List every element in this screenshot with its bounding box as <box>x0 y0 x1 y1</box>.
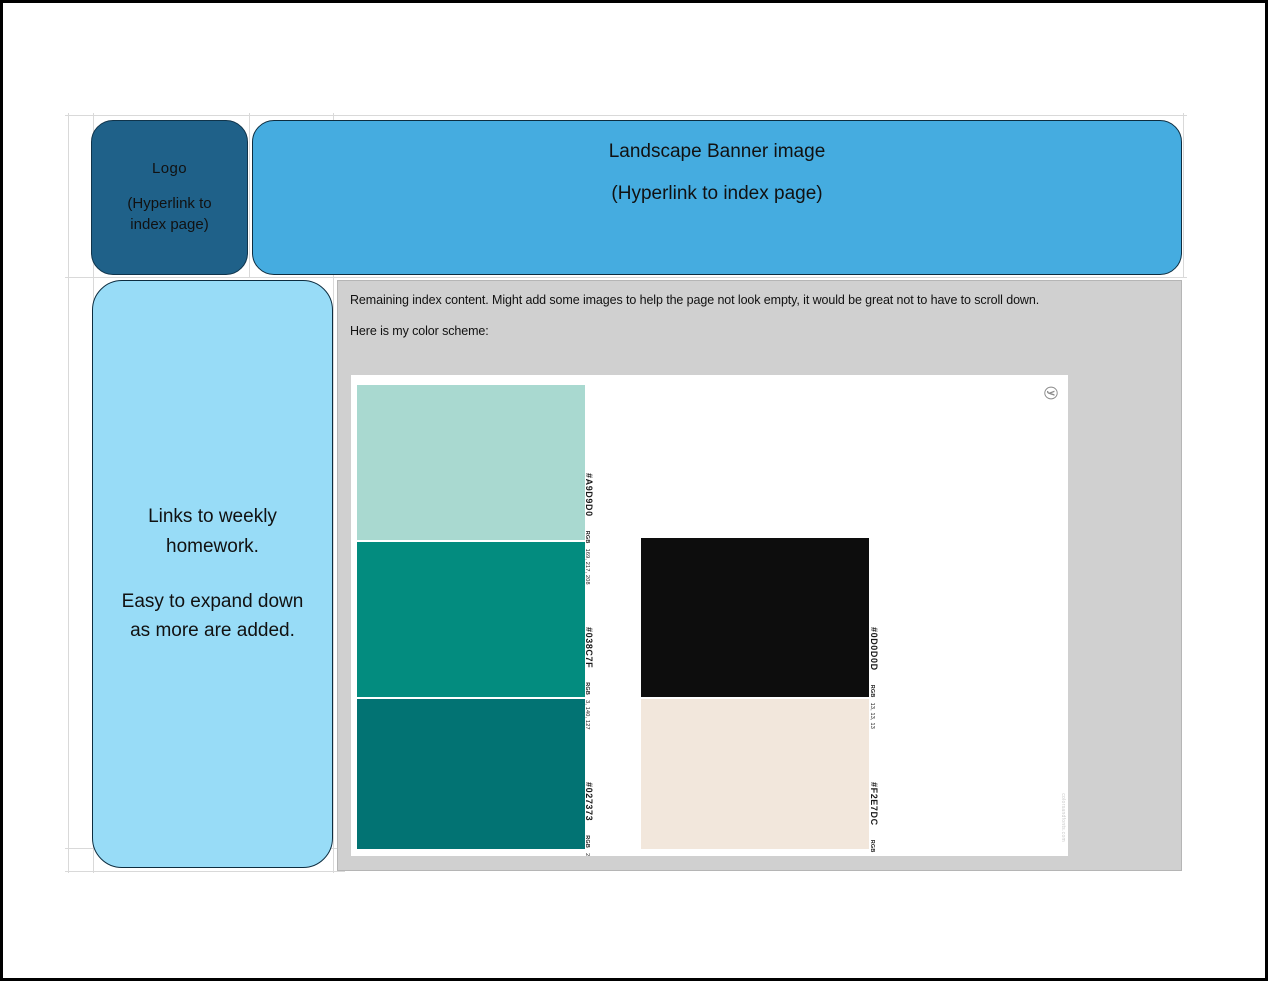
swatch-caption: #F2E7DC RGB242, 231, 220 <box>869 782 879 856</box>
swatch-rgb-tag: RGB <box>584 682 590 696</box>
swatch-rgb-value: 13, 13, 13 <box>869 702 875 730</box>
banner-label: Landscape Banner image <box>608 141 826 162</box>
color-swatch <box>357 385 585 540</box>
swatch-hex: #F2E7DC <box>869 782 879 826</box>
swatch-rgb-tag: RGB <box>584 530 590 544</box>
palette-brand-mark: ⓨ <box>1043 386 1058 400</box>
content-note-remaining: Remaining index content. Might add some … <box>350 293 1040 307</box>
logo-hyperlink-note-line1: (Hyperlink to <box>127 194 212 212</box>
banner-placeholder-block[interactable]: Landscape Banner image (Hyperlink to ind… <box>252 120 1182 275</box>
swatch-hex: #038C7F <box>584 627 594 669</box>
logo-label: Logo <box>152 159 187 177</box>
sidebar-note-expand: Easy to expand down as more are added. <box>121 591 304 642</box>
swatch-caption: #027373 RGB 2, 115, 115 <box>584 782 594 856</box>
swatch-rgb-value: 169, 217, 208 <box>584 548 590 585</box>
palette-credit-watermark: colorsandfonts.com <box>1060 793 1066 842</box>
color-swatch <box>641 699 869 849</box>
swatch-rgb-tag: RGB <box>584 835 590 849</box>
swatch-caption: #038C7F RGB 3, 140, 127 <box>584 627 594 730</box>
swatch-hex: #0D0D0D <box>869 627 879 671</box>
color-swatch <box>357 542 585 697</box>
swatch-hex: #A9D9D0 <box>584 473 594 517</box>
color-swatch <box>641 538 869 697</box>
swatch-rgb-tag: RGB <box>869 839 875 853</box>
swatch-rgb-value: 2, 115, 115 <box>584 853 590 856</box>
logo-placeholder-block[interactable]: Logo (Hyperlink to index page) <box>91 120 248 275</box>
color-scheme-image: ⓨ colorsandfonts.com #A9D9D0 RGB 169, 217… <box>351 375 1068 856</box>
logo-hyperlink-note-line2: index page) <box>130 216 209 233</box>
color-swatch <box>357 699 585 849</box>
swatch-caption: #A9D9D0 RGB 169, 217, 208 <box>584 473 594 585</box>
swatch-rgb-tag: RGB <box>869 684 875 698</box>
swatch-caption: #0D0D0D RGB 13, 13, 13 <box>869 627 879 729</box>
content-note-color-scheme: Here is my color scheme: <box>350 324 489 339</box>
swatch-hex: #027373 <box>584 782 594 822</box>
banner-hyperlink-note: (Hyperlink to index page) <box>611 183 823 204</box>
sidebar-nav-placeholder-block[interactable]: Links to weekly homework. Easy to expand… <box>92 280 333 868</box>
swatch-rgb-value: 3, 140, 127 <box>584 700 590 730</box>
sidebar-note-links: Links to weekly homework. <box>148 506 277 557</box>
